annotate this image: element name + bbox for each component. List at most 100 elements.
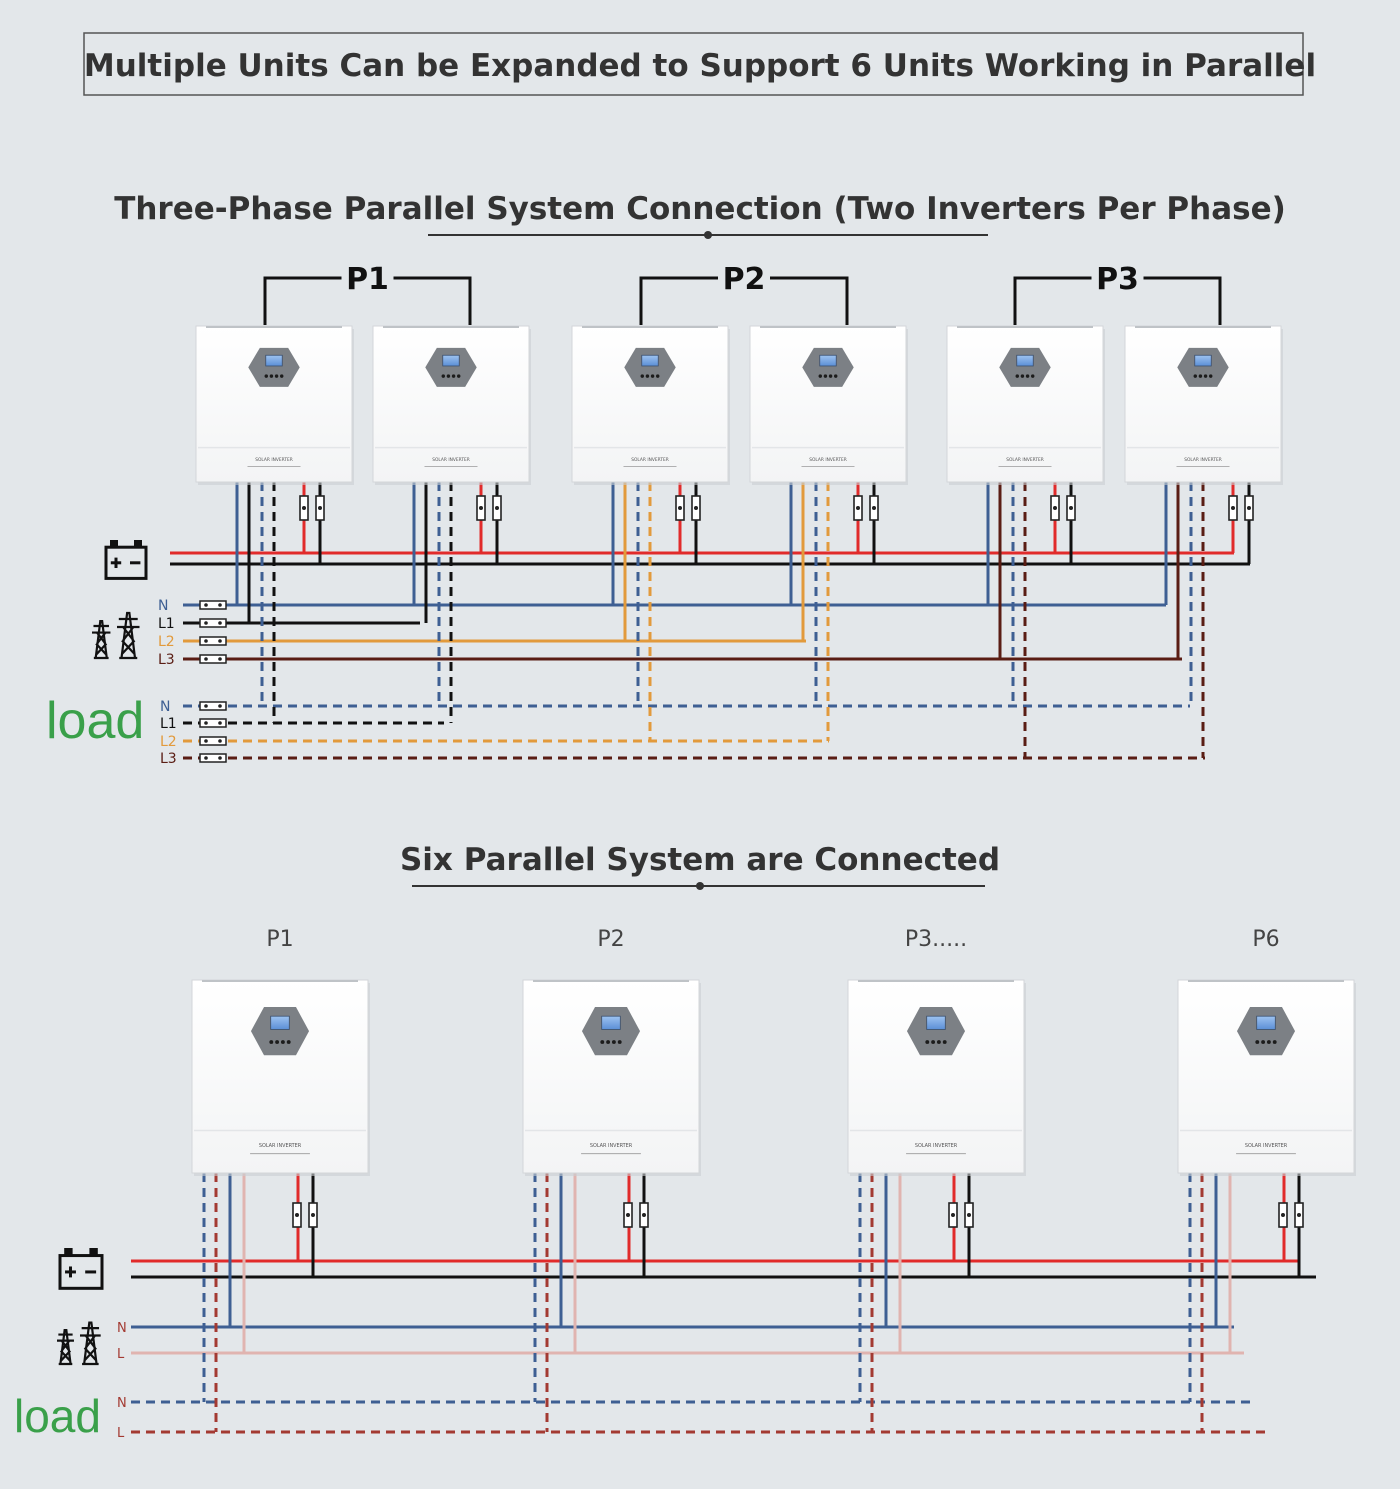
fuse-dot (872, 506, 876, 510)
indicator-led (1266, 1040, 1271, 1044)
fuse-dot (302, 506, 306, 510)
grid-line-label: L3 (158, 652, 175, 668)
terminal-dot (218, 621, 222, 625)
indicator-led (1031, 374, 1035, 378)
fuse-dot (495, 506, 499, 510)
indicator-led (931, 1040, 936, 1044)
indicator-led (1203, 374, 1208, 378)
indicator-led (280, 374, 284, 378)
indicator-led (441, 374, 445, 378)
indicator-led (1198, 374, 1203, 378)
control-panel (999, 347, 1051, 387)
indicator-led (269, 374, 274, 378)
indicator-led (640, 374, 644, 378)
indicator-led (606, 1040, 611, 1044)
battery-terminal (64, 1248, 73, 1256)
indicator-led (828, 374, 833, 378)
indicator-led (645, 374, 650, 378)
fuse-dot (318, 506, 322, 510)
terminal-dot (204, 639, 208, 643)
inverter-unit: SOLAR INVERTER (1177, 979, 1356, 1176)
indicator-led (269, 1040, 274, 1044)
terminal-block (199, 753, 227, 763)
indicator-led (275, 1040, 280, 1044)
terminal-dot (204, 603, 208, 607)
inverter-unit: SOLAR INVERTER (522, 979, 701, 1176)
inverter-label: SOLAR INVERTER (631, 457, 669, 463)
grid-line-label: L (117, 1347, 125, 1362)
terminal-dot (218, 756, 222, 760)
lcd-screen (270, 1015, 290, 1030)
group-label: P1 (346, 262, 389, 297)
tower (92, 620, 111, 660)
power-tower-icon (57, 1321, 101, 1366)
control-panel (250, 1007, 310, 1056)
terminal-dot (204, 621, 208, 625)
inverter-unit: SOLAR INVERTER (195, 325, 354, 485)
terminal-dot (204, 657, 208, 661)
indicator-led (274, 374, 279, 378)
six-parallel-title: Six Parallel System are Connected (400, 842, 1000, 878)
battery-body (58, 1254, 104, 1290)
header-title: Multiple Units Can be Expanded to Suppor… (84, 48, 1316, 84)
group-bracket (263, 276, 342, 325)
unit-label: P2 (597, 927, 624, 952)
indicator-led (650, 374, 655, 378)
indicator-led (1255, 1040, 1260, 1044)
indicator-led (925, 1040, 930, 1044)
fuse-dot (1053, 506, 1057, 510)
inverter-unit: SOLAR INVERTER (847, 979, 1026, 1176)
power-tower-icon (92, 611, 140, 660)
indicator-led (818, 374, 822, 378)
load-label: load (46, 692, 144, 750)
terminal-dot (204, 756, 208, 760)
inverter-label: SOLAR INVERTER (809, 457, 847, 463)
fuse-dot (295, 1213, 299, 1217)
terminal-dot (218, 639, 222, 643)
indicator-led (280, 1040, 285, 1044)
fuse-dot (626, 1213, 630, 1217)
terminal-block (199, 736, 227, 746)
fuse-dot (951, 1213, 955, 1217)
group-bracket (1143, 276, 1222, 325)
inverter-label: SOLAR INVERTER (432, 457, 470, 463)
lcd-screen (1256, 1015, 1276, 1030)
control-panel (906, 1007, 966, 1056)
lcd-screen (641, 354, 659, 367)
terminal-block (199, 701, 227, 711)
control-panel (581, 1007, 641, 1056)
lcd-screen (442, 354, 460, 367)
fuse-dot (479, 506, 483, 510)
grid-line-label: L1 (158, 616, 175, 632)
group-bracket (1013, 276, 1092, 325)
fuse-dot (1231, 506, 1235, 510)
fuse-dot (1069, 506, 1073, 510)
inverter-label: SOLAR INVERTER (1184, 457, 1222, 463)
fuse-dot (678, 506, 682, 510)
fuse-dot (856, 506, 860, 510)
indicator-led (611, 1040, 616, 1044)
terminal-block (199, 718, 227, 728)
control-panel (1177, 347, 1229, 387)
indicator-led (656, 374, 660, 378)
indicator-led (1025, 374, 1030, 378)
group-bracket (639, 276, 718, 325)
battery-body (104, 545, 148, 580)
terminal-dot (218, 603, 222, 607)
terminal-dot (204, 721, 208, 725)
grid-line-label: N (117, 1321, 127, 1336)
group-bracket (770, 276, 849, 325)
terminal-dot (218, 657, 222, 661)
lcd-screen (601, 1015, 621, 1030)
six-parallel-wiring (131, 1173, 1316, 1434)
fuse-dot (311, 1213, 315, 1217)
indicator-led (600, 1040, 605, 1044)
control-panel (248, 347, 300, 387)
terminal-dot (218, 704, 222, 708)
battery-terminal (89, 1248, 98, 1256)
indicator-led (1261, 1040, 1266, 1044)
indicator-led (286, 1040, 291, 1044)
control-panel (425, 347, 477, 387)
indicator-led (942, 1040, 947, 1044)
inverter-label: SOLAR INVERTER (1245, 1143, 1288, 1149)
